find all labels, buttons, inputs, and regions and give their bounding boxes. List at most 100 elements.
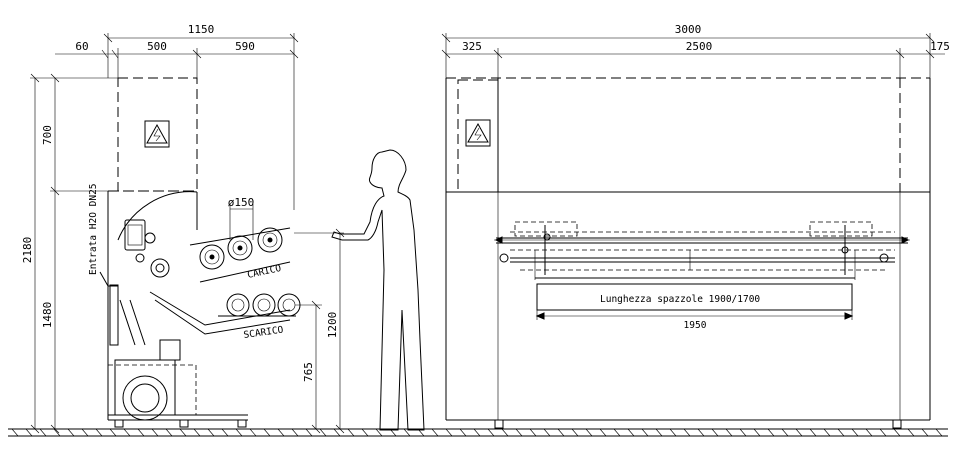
- ground-hatch-mark: [151, 428, 159, 437]
- ground-hatch-mark: [767, 428, 775, 437]
- ground-hatch-mark: [375, 428, 383, 437]
- electrical-cabinet: [108, 77, 198, 192]
- ground-hatch-mark: [781, 428, 789, 437]
- discharge-rollers: SCARICO: [218, 293, 301, 341]
- load-rollers: ø150 CARICO: [189, 196, 291, 283]
- dim-total-height: 2180: [21, 237, 34, 264]
- ground-hatch-mark: [795, 428, 803, 437]
- front-top-dimensions: 1150 60 500 590: [55, 23, 299, 210]
- ground-hatch-mark: [249, 428, 257, 437]
- ground-hatch-mark: [11, 428, 19, 437]
- side-top-dimensions: 3000 325 2500 175: [441, 23, 950, 78]
- ground-hatch-mark: [459, 428, 467, 437]
- ground-hatch-mark: [641, 428, 649, 437]
- roller-2: [227, 235, 253, 261]
- ground-hatch-mark: [347, 428, 355, 437]
- roller-1: [199, 244, 225, 270]
- ground-hatch-mark: [431, 428, 439, 437]
- front-left-dimensions: 2180 700 1480: [21, 73, 118, 434]
- electrical-hazard-icon: [465, 119, 491, 147]
- ground-hatch-mark: [599, 428, 607, 437]
- load-label: CARICO: [246, 263, 282, 281]
- ground-hatch-mark: [319, 428, 327, 437]
- ground-hatch-mark: [753, 428, 761, 437]
- ground-hatch-mark: [921, 428, 929, 437]
- ground-hatch-mark: [683, 428, 691, 437]
- ground-hatch-mark: [473, 428, 481, 437]
- ground-hatch-mark: [585, 428, 593, 437]
- ground-hatch-mark: [557, 428, 565, 437]
- ground-hatch-mark: [487, 428, 495, 437]
- roller-3: [257, 227, 283, 253]
- dim-section-b: 590: [235, 40, 255, 53]
- front-right-dimensions: 765 1200: [294, 228, 345, 434]
- ground-hatch-mark: [851, 428, 859, 437]
- dim-load-height: 1200: [326, 312, 339, 339]
- ground-hatch-mark: [627, 428, 635, 437]
- ground-hatch-mark: [529, 428, 537, 437]
- ground-hatch-mark: [137, 428, 145, 437]
- ground-hatch-mark: [515, 428, 523, 437]
- ground-hatch-mark: [207, 428, 215, 437]
- brush-span-dimension: 1950: [535, 310, 854, 331]
- dim-top-box: 700: [41, 125, 54, 145]
- dim-left-offset: 60: [75, 40, 88, 53]
- ground-hatch-mark: [711, 428, 719, 437]
- dim-side-left-offset: 325: [462, 40, 482, 53]
- ground-hatch-mark: [193, 428, 201, 437]
- ground-hatch-mark: [81, 428, 89, 437]
- ground-hatch-mark: [865, 428, 873, 437]
- ground-hatch-mark: [725, 428, 733, 437]
- ground-hatch-mark: [67, 428, 75, 437]
- dim-lower-height: 1480: [41, 302, 54, 329]
- ground-hatch-mark: [935, 428, 943, 437]
- ground-hatch-mark: [837, 428, 845, 437]
- brush-span-label: 1950: [684, 320, 707, 331]
- ground-hatch-mark: [123, 428, 131, 437]
- dim-discharge-height: 765: [302, 362, 315, 382]
- ground-hatch-mark: [179, 428, 187, 437]
- ground-hatch-mark: [53, 428, 61, 437]
- ground-hatch-mark: [697, 428, 705, 437]
- water-inlet-label: Entrata H2O DN25: [88, 183, 99, 275]
- ground-hatch-mark: [613, 428, 621, 437]
- dim-overall-width: 1150: [188, 23, 215, 36]
- ground-hatch-mark: [571, 428, 579, 437]
- ground-hatch-mark: [445, 428, 453, 437]
- ground-hatch-mark: [221, 428, 229, 437]
- side-view: 3000 325 2500 175: [441, 23, 950, 429]
- dim-section-a: 500: [147, 40, 167, 53]
- ground-hatch-mark: [25, 428, 33, 437]
- ground-hatch-mark: [361, 428, 369, 437]
- dim-side-middle: 2500: [686, 40, 713, 53]
- side-housing: [445, 77, 931, 429]
- dim-side-overall: 3000: [675, 23, 702, 36]
- ground-hatch-mark: [263, 428, 271, 437]
- ground-hatch-mark: [823, 428, 831, 437]
- machine-body: [99, 191, 291, 428]
- brush-box: Lunghezza spazzole 1900/1700: [536, 283, 853, 311]
- ground-hatch-mark: [109, 428, 117, 437]
- ground-hatch-mark: [809, 428, 817, 437]
- ground-hatch-mark: [893, 428, 901, 437]
- ground-hatch-mark: [879, 428, 887, 437]
- front-view: 1150 60 500 590 2180 700 1480: [21, 23, 425, 434]
- ground-hatch-mark: [501, 428, 509, 437]
- roller-assembly: [494, 221, 910, 280]
- ground-hatch-mark: [907, 428, 915, 437]
- ground-hatch-mark: [403, 428, 411, 437]
- ground-hatch-mark: [95, 428, 103, 437]
- ground-hatch-mark: [165, 428, 173, 437]
- dim-side-right-offset: 175: [930, 40, 950, 53]
- ground-line: [8, 428, 948, 437]
- roller-4: [226, 293, 250, 317]
- ground-hatch-mark: [669, 428, 677, 437]
- ground-hatch-mark: [39, 428, 47, 437]
- roller-diameter-label: ø150: [228, 196, 255, 209]
- ground-hatch-mark: [543, 428, 551, 437]
- ground-hatch-mark: [655, 428, 663, 437]
- operator-figure: [331, 149, 425, 431]
- roller-5: [252, 293, 276, 317]
- ground-hatch-mark: [235, 428, 243, 437]
